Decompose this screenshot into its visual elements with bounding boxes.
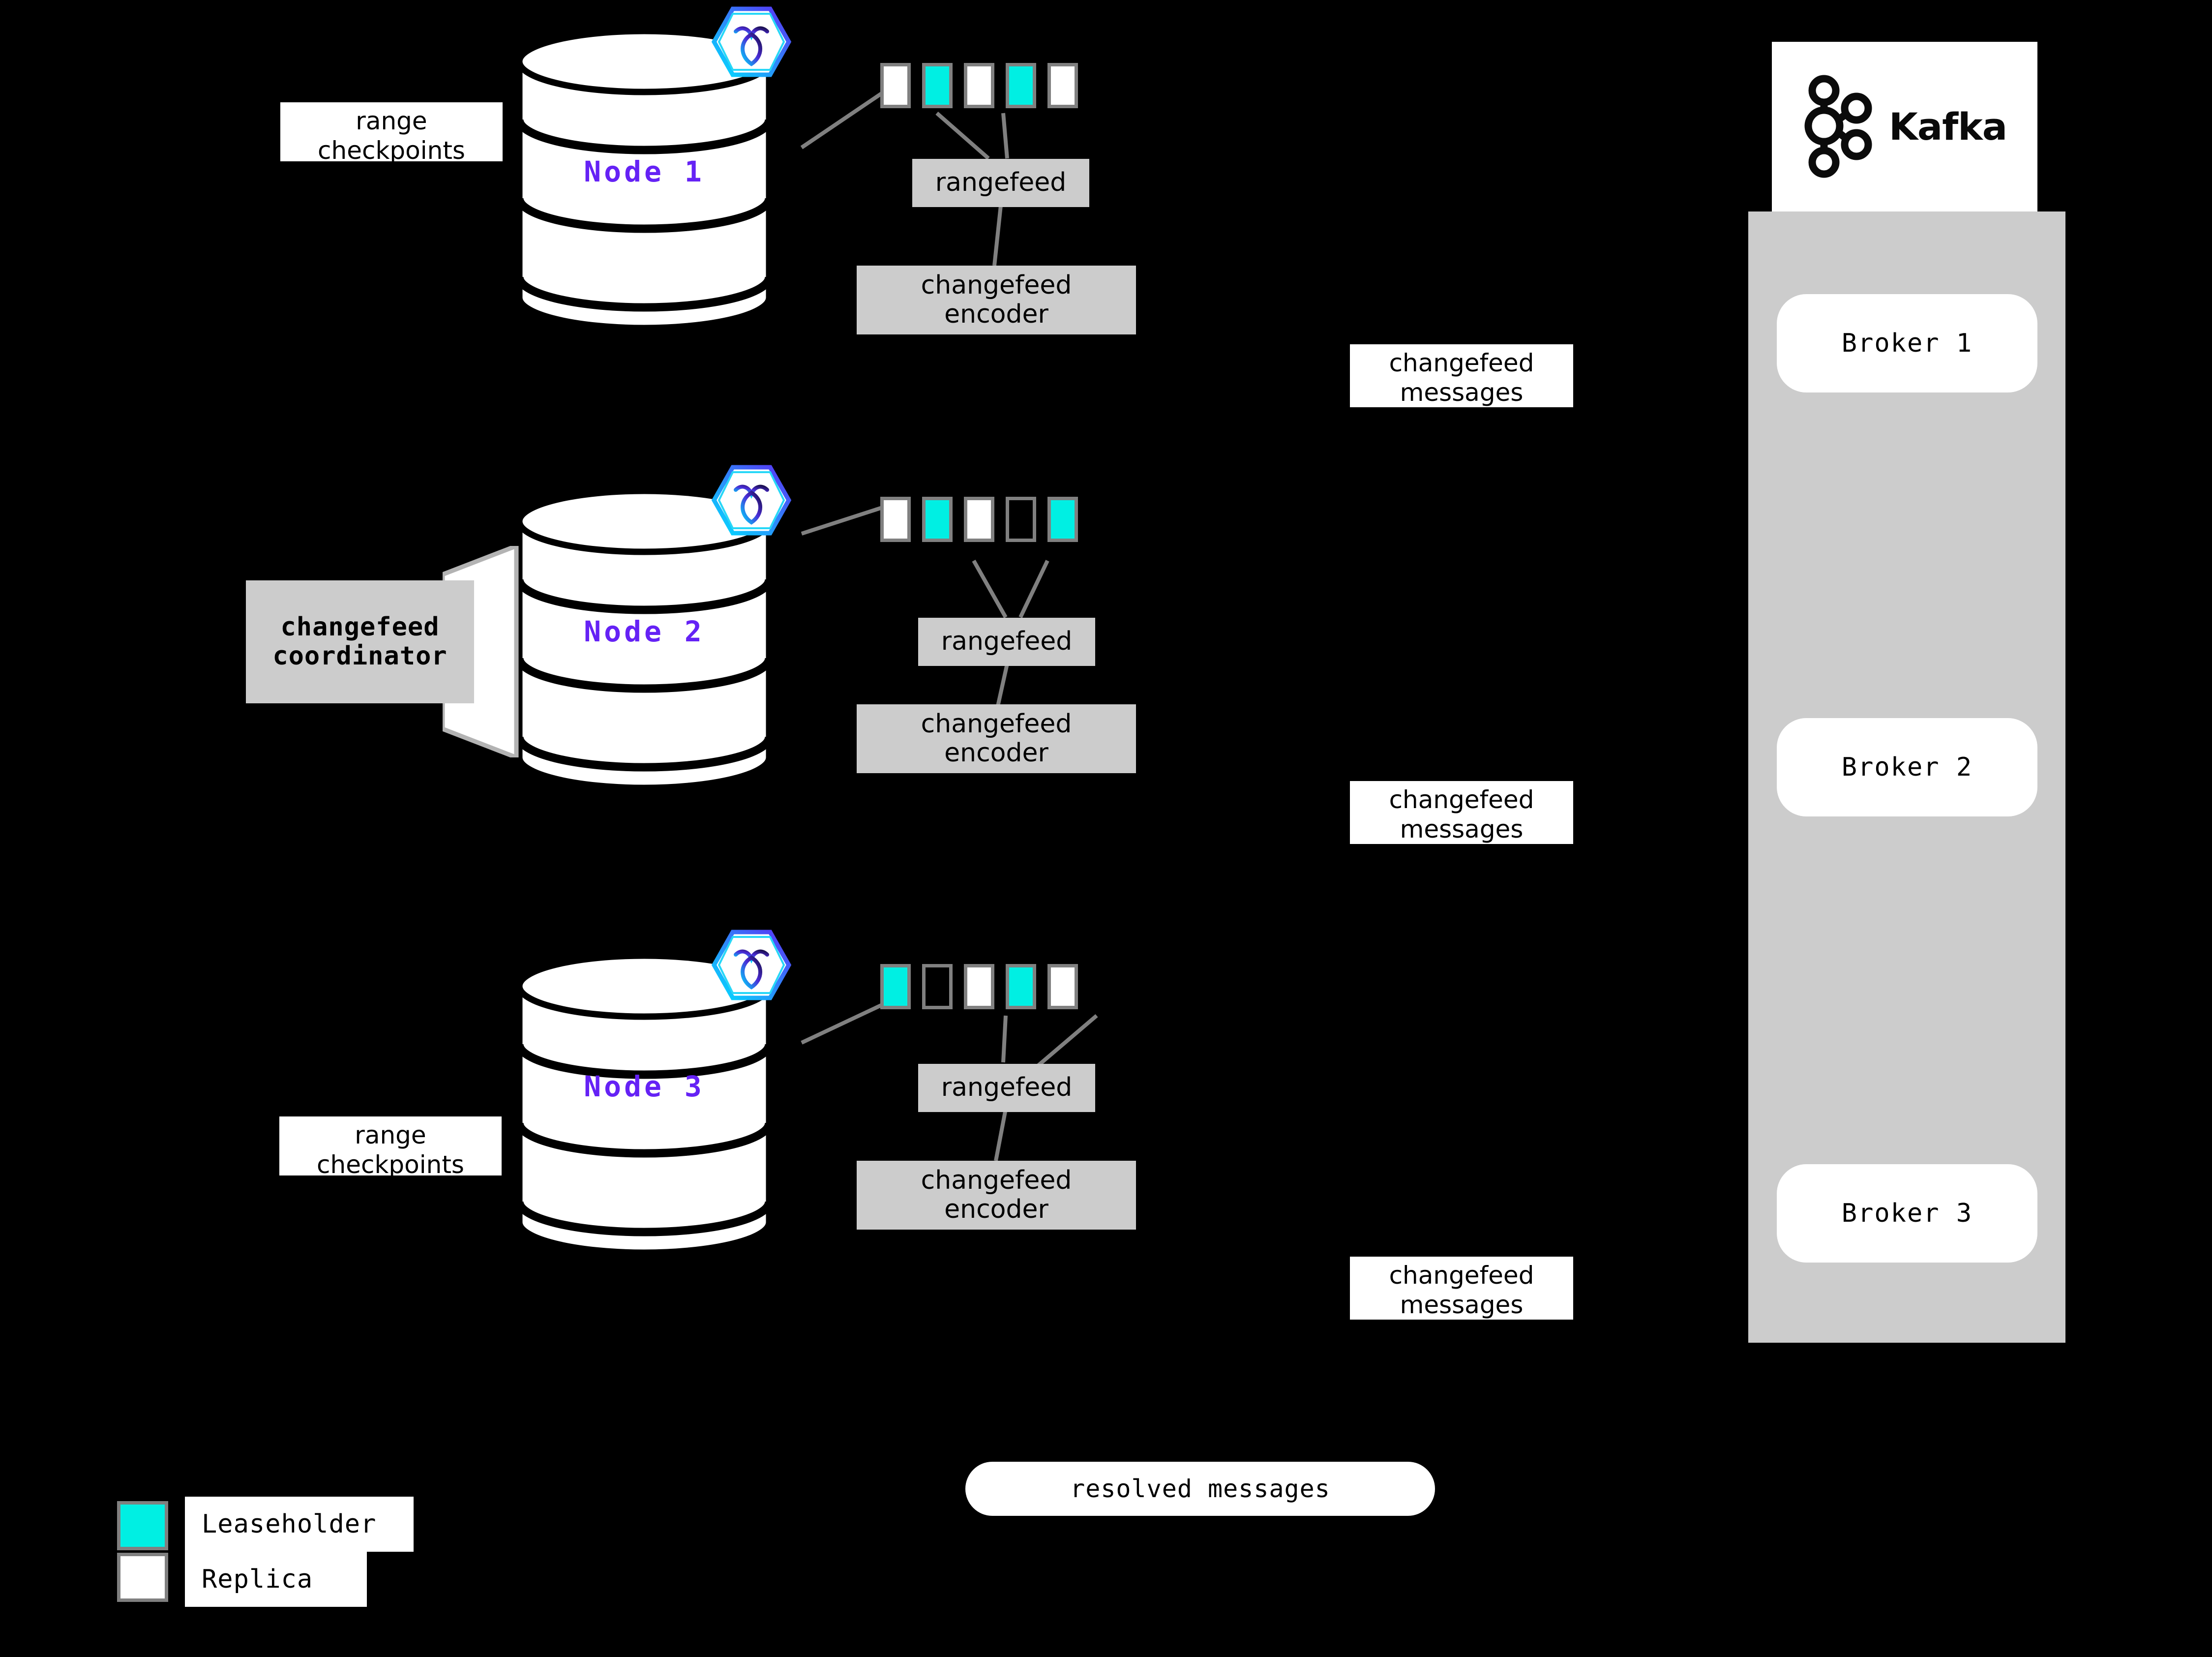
range-leaseholder[interactable] — [880, 964, 911, 1009]
range-replica[interactable] — [880, 63, 911, 108]
range-empty[interactable] — [1006, 497, 1036, 542]
node-2-rangefeed-box[interactable]: rangefeed — [918, 618, 1095, 666]
node-1-range-row — [880, 63, 1136, 112]
broker-3[interactable]: Broker 3 — [1777, 1164, 2037, 1263]
legend-label-replica: Replica — [185, 1552, 367, 1607]
node-1-changefeed-encoder-box[interactable]: changefeed encoder — [857, 266, 1136, 334]
cockroachdb-logo-icon — [707, 462, 796, 539]
legend-swatch-leaseholder — [117, 1501, 168, 1550]
range-leaseholder[interactable] — [922, 63, 953, 108]
resolved-messages-pill[interactable]: resolved messages — [965, 1462, 1435, 1516]
range-replica[interactable] — [964, 964, 994, 1009]
changefeed-messages-label-1: changefeed messages — [1350, 344, 1573, 407]
kafka-logo-card: Kafka — [1772, 42, 2037, 211]
node-2-changefeed-encoder-box[interactable]: changefeed encoder — [857, 704, 1136, 773]
range-replica[interactable] — [964, 63, 994, 108]
range-replica[interactable] — [964, 497, 994, 542]
broker-2[interactable]: Broker 2 — [1777, 718, 2037, 816]
kafka-wordmark: Kafka — [1888, 105, 2007, 149]
range-empty[interactable] — [922, 964, 953, 1009]
range-leaseholder[interactable] — [1006, 63, 1036, 108]
node-1-rangefeed-box[interactable]: rangefeed — [912, 159, 1089, 207]
range-leaseholder[interactable] — [1047, 497, 1078, 542]
legend-swatch-replica — [117, 1553, 168, 1602]
node-3-range-row — [880, 964, 1136, 1013]
cockroachdb-logo-icon — [707, 4, 796, 80]
kafka-logo-icon — [1802, 73, 1876, 181]
node-3-range-checkpoints-label: range checkpoints — [279, 1116, 502, 1179]
node-3-rangefeed-box[interactable]: rangefeed — [918, 1064, 1095, 1112]
cockroachdb-logo-icon — [707, 927, 796, 1003]
range-replica[interactable] — [880, 497, 911, 542]
range-replica[interactable] — [1047, 964, 1078, 1009]
range-replica[interactable] — [1047, 63, 1078, 108]
broker-1[interactable]: Broker 1 — [1777, 294, 2037, 392]
range-leaseholder[interactable] — [1006, 964, 1036, 1009]
legend-label-leaseholder: Leaseholder — [185, 1497, 414, 1552]
node-2-range-row — [880, 497, 1136, 546]
changefeed-coordinator-box[interactable]: changefeed coordinator — [246, 580, 474, 703]
changefeed-messages-label-3: changefeed messages — [1350, 1257, 1573, 1320]
node-3-changefeed-encoder-box[interactable]: changefeed encoder — [857, 1161, 1136, 1230]
changefeed-messages-label-2: changefeed messages — [1350, 781, 1573, 844]
node-1-range-checkpoints-label: range checkpoints — [280, 102, 503, 165]
range-leaseholder[interactable] — [922, 497, 953, 542]
